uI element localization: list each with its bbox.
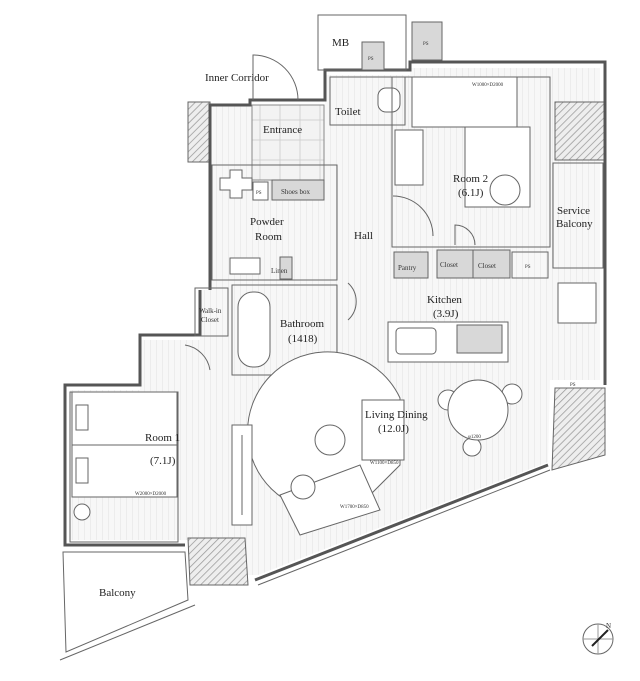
bed: [411, 76, 518, 128]
room-2-label: Room 2: [453, 173, 488, 185]
toilet-room: [329, 76, 406, 126]
kitchen-label: Kitchen: [427, 294, 462, 306]
walk-in-label: Walk-in: [199, 307, 222, 315]
mb-label: MB: [332, 37, 349, 49]
living-dining-label: Living Dining: [365, 409, 428, 421]
structural-column: [187, 101, 211, 163]
closet-label: Closet: [440, 261, 458, 269]
entrance-area: [251, 104, 325, 181]
outer-wall: [63, 290, 202, 547]
sofa: [279, 464, 381, 536]
linen-label: Linen: [271, 267, 288, 275]
table-dimension: φ1200: [468, 435, 481, 440]
ps-label: PS: [256, 191, 262, 196]
structural-column: [187, 537, 249, 586]
ps-label: PS: [423, 42, 429, 47]
service-balcony-label-2: Balcony: [556, 218, 593, 230]
balcony-label: Balcony: [99, 587, 136, 599]
compass-north-label: N: [606, 622, 611, 630]
entrance-door[interactable]: [252, 54, 299, 101]
inner-corridor-label: Inner Corridor: [205, 72, 269, 84]
service-balcony: [552, 162, 604, 269]
compass-icon: N: [582, 622, 614, 655]
dining-table: [447, 379, 509, 441]
entrance-label: Entrance: [263, 124, 302, 136]
pantry-label: Pantry: [398, 264, 417, 272]
kitchen-size: (3.9J): [433, 308, 459, 320]
bathroom-label: Bathroom: [280, 318, 324, 330]
sofa-dimension: W1700×D850: [340, 505, 369, 510]
toilet-label: Toilet: [335, 106, 361, 118]
room-1-size: (7.1J): [150, 455, 176, 467]
structural-column: [551, 387, 606, 471]
ps-label: PS: [368, 57, 374, 62]
hall-label: Hall: [354, 230, 373, 242]
shoes-box-label: Shoes box: [281, 188, 310, 196]
walk-in-closet: [194, 287, 229, 337]
closet-label: Closet: [478, 262, 496, 270]
outer-wall: [208, 60, 607, 385]
ps-label: PS: [570, 383, 576, 388]
window-wall: [254, 463, 549, 582]
powder-room-label: Powder: [250, 216, 284, 228]
sofa-small: [361, 399, 405, 461]
service-balcony-label: Service: [557, 205, 590, 217]
balcony: [62, 551, 189, 653]
walk-in-label-2: Closet: [201, 316, 219, 324]
bed-dimension: W1000×D2000: [472, 83, 504, 88]
bed-dimension: W2000×D2000: [135, 492, 167, 497]
living-dining-size: (12.0J): [378, 423, 409, 435]
powder-room-label-2: Room: [255, 231, 282, 243]
powder-room: [211, 164, 338, 281]
bathroom-size: (1418): [288, 333, 318, 345]
sofa-dimension: W1100×D850: [370, 461, 399, 466]
room-1-label: Room 1: [145, 432, 180, 444]
room-2-size: (6.1J): [458, 187, 484, 199]
ps-label: PS: [525, 265, 531, 270]
structural-column: [554, 101, 606, 161]
bathtub: [237, 291, 271, 368]
